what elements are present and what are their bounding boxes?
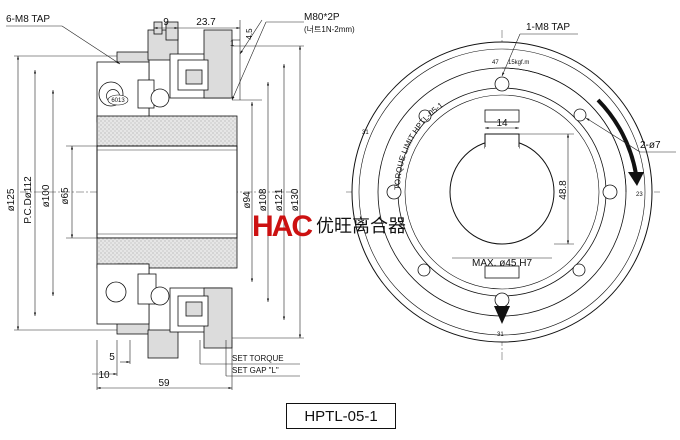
label-2-d7: 2-ø7 [640, 140, 661, 151]
top-dims [154, 19, 263, 101]
dim-bore: MAX. ø45 H7 [472, 258, 532, 269]
right-front-view: 14 48.8 MAX. ø45 H7 TORQUE LIMIT HPTL-05… [346, 22, 676, 360]
label-set-gap: SET GAP "L" [232, 366, 279, 375]
label-m80-thread: M80*2P [304, 12, 340, 23]
lower-ball [105, 281, 127, 303]
lower-body [96, 237, 238, 359]
direction-arrow [596, 98, 638, 175]
label-bearing: 6013 [111, 98, 125, 104]
label-set-torque: SET TORQUE [232, 354, 284, 363]
dim-d100: ø100 [41, 184, 52, 207]
lower-hub [96, 237, 238, 269]
dim-top-1: 1 [230, 39, 235, 48]
dim-keyway-width: 14 [496, 118, 508, 129]
model-label-box: HPTL-05-1 [286, 403, 396, 429]
brand-name: 优旺离合器 [316, 216, 406, 237]
brand-logo-mark: HAC [252, 210, 312, 243]
bore [96, 145, 238, 239]
bolt-hole-top [494, 76, 510, 92]
bolt-hole-bottom [494, 292, 510, 308]
ring-tick-left: 31 [362, 130, 369, 136]
dim-bottom-10: 10 [98, 370, 110, 381]
dim-bottom-59: 59 [158, 378, 170, 389]
label-thread-note: (너트1N-2mm) [304, 24, 355, 34]
bottom-marker-triangle [494, 306, 510, 324]
label-1-m8-tap: 1-M8 TAP [526, 22, 570, 33]
scale-31: 31 [497, 332, 504, 338]
scale-23: 23 [636, 192, 643, 198]
scale-47: 47 [492, 60, 499, 66]
dim-keyway-height: 48.8 [558, 180, 569, 200]
upper-hub [96, 115, 238, 147]
keyway [484, 133, 520, 149]
upper-body [96, 21, 238, 147]
dim-top-23-7: 23.7 [196, 17, 216, 28]
dim-d130: ø130 [290, 188, 301, 211]
dim-d65: ø65 [60, 187, 71, 205]
right-diameter-dims [232, 45, 304, 339]
dim-d121: ø121 [274, 188, 285, 211]
dim-d94: ø94 [242, 191, 253, 209]
left-section-view: ø125 P.C.Dø112 ø100 ø65 ø94 ø108 ø121 ø1… [6, 12, 355, 390]
model-label: HPTL-05-1 [304, 407, 378, 425]
bearing-callout [107, 94, 129, 106]
dim-d108: ø108 [258, 188, 269, 211]
dim-top-9: 9 [163, 17, 169, 28]
slot-top [484, 109, 520, 123]
label-6-m8-tap: 6-M8 TAP [6, 14, 50, 25]
bottom-dims [92, 340, 300, 390]
bore-circle [449, 139, 555, 245]
dim-pcd: P.C.Dø112 [23, 176, 34, 224]
bolt-hole-left [386, 184, 402, 200]
dim-d125: ø125 [6, 188, 17, 211]
dim-top-4-5: 4.5 [245, 28, 254, 40]
slot-bottom [484, 265, 520, 279]
left-diameter-dims [14, 55, 117, 331]
bolt-hole-right [602, 184, 618, 200]
dim-bottom-5: 5 [109, 352, 115, 363]
torque-unit: 15kgf.m [508, 60, 529, 66]
brand-logo: HAC 优旺离合器 [252, 210, 406, 243]
